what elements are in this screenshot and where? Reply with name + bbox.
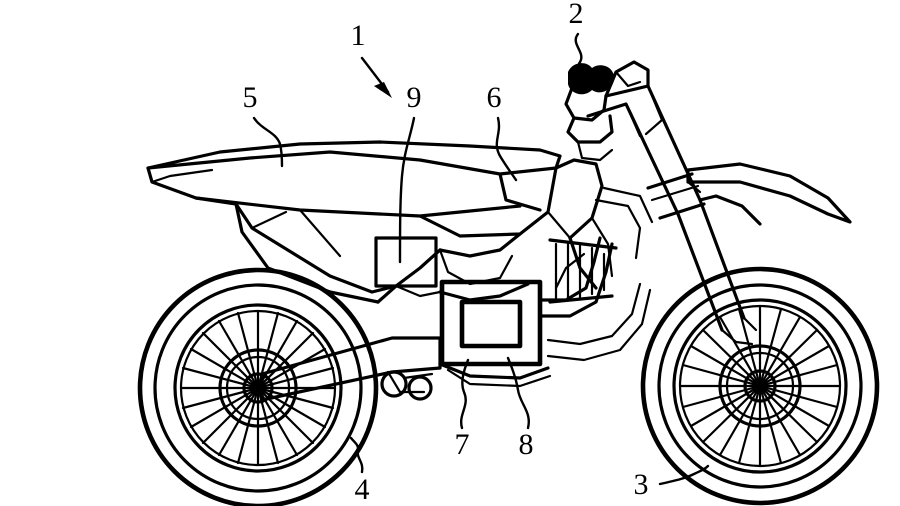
callout-2-label: 2 <box>569 0 584 30</box>
front-wheel <box>640 266 880 506</box>
callout-2: 2 <box>569 0 584 74</box>
handlebar-assembly <box>564 60 650 162</box>
callout-8-label: 8 <box>519 428 534 461</box>
callout-7-label: 7 <box>455 428 470 461</box>
front-fender <box>686 162 852 224</box>
front-fork <box>586 84 762 346</box>
callout-9: 9 <box>398 81 422 264</box>
callout-4: 4 <box>349 436 370 506</box>
frame-downtube <box>538 236 652 362</box>
callout-6-label: 6 <box>487 81 502 114</box>
callout-9-label: 9 <box>407 81 422 114</box>
rear-brake-rotor <box>226 356 290 420</box>
rear-wheel <box>137 267 379 506</box>
callout-5: 5 <box>243 81 284 168</box>
callout-1: 1 <box>351 19 392 98</box>
callout-4-label: 4 <box>355 473 370 506</box>
callout-8: 8 <box>506 356 534 461</box>
callout-7: 7 <box>455 358 470 461</box>
battery-housing <box>438 362 552 388</box>
electric-drive-motor <box>439 279 543 367</box>
callout-3: 3 <box>634 464 710 501</box>
callout-6: 6 <box>487 81 518 182</box>
control-unit-box <box>374 236 438 288</box>
callout-5-label: 5 <box>243 81 258 114</box>
callout-1-label: 1 <box>351 19 366 52</box>
callout-3-label: 3 <box>634 468 649 501</box>
rear-swingarm <box>260 336 442 402</box>
front-brake-rotor <box>726 352 794 420</box>
seat-and-rear-fender <box>146 140 562 304</box>
